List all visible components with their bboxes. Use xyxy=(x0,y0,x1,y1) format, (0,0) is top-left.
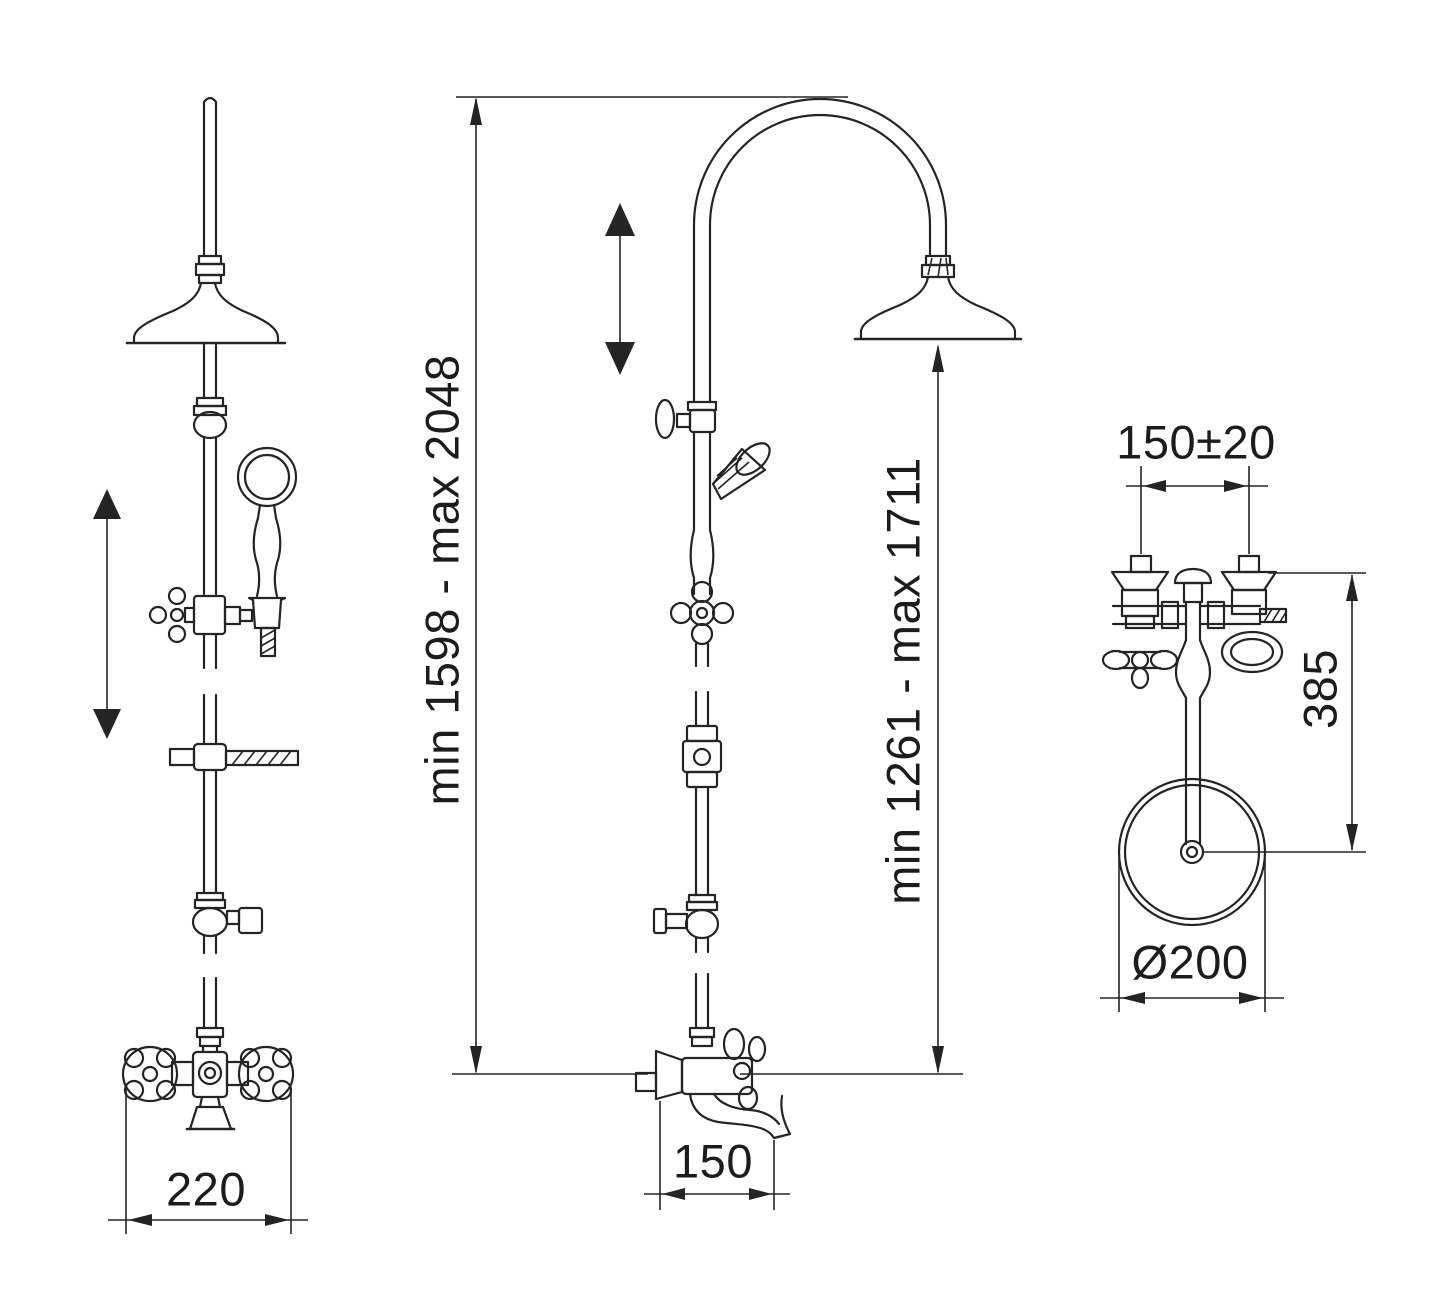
rain-shower-head xyxy=(125,281,287,345)
dimension-head-diameter xyxy=(1100,858,1284,1012)
wall-bracket xyxy=(191,891,264,938)
lower-wall-bracket xyxy=(652,893,720,940)
upper-wall-bracket xyxy=(654,398,718,440)
dimension-spout-reach xyxy=(644,1101,790,1210)
diverter-cross-handle xyxy=(669,580,735,646)
dim-label-head-height: min 1261 - max 1711 xyxy=(876,457,930,905)
side-view xyxy=(605,97,1023,1210)
slider-bracket xyxy=(681,724,723,789)
dim-label-wall-offset: 385 xyxy=(1293,649,1347,729)
dimension-wall-offset xyxy=(1203,572,1366,853)
valve-top-right xyxy=(1220,554,1278,616)
ball-connector xyxy=(192,396,228,440)
hose-connection xyxy=(168,742,300,772)
faucet-side xyxy=(634,1026,792,1140)
vertical-dimensions xyxy=(452,96,963,1075)
top-pipe xyxy=(194,96,226,285)
connecting-bar xyxy=(1111,600,1288,630)
cross-handle-side xyxy=(722,1027,767,1111)
dim-label-faucet-width: 220 xyxy=(166,1162,246,1216)
dim-label-spout-reach: 150 xyxy=(673,1134,753,1188)
faucet-front xyxy=(121,1026,295,1131)
tub-spout-front xyxy=(185,1095,236,1131)
height-adjust-arrow-icon xyxy=(605,203,635,375)
rain-shower-head-side xyxy=(853,275,1023,341)
hand-shower-top xyxy=(1220,630,1284,674)
top-view xyxy=(1100,466,1366,1012)
hand-shower-holder xyxy=(711,442,771,501)
dimension-faucet-width xyxy=(108,1088,308,1234)
dim-label-overall-height: min 1598 - max 2048 xyxy=(415,354,469,806)
front-view xyxy=(93,96,308,1234)
height-adjust-arrow-icon xyxy=(93,489,121,739)
cross-handle-right xyxy=(237,1045,295,1103)
column-mount-top xyxy=(1173,567,1213,604)
valve-top-left xyxy=(1101,554,1179,690)
cross-handle-left xyxy=(121,1045,179,1103)
dim-label-connection-spacing: 150±20 xyxy=(1116,415,1276,469)
gooseneck-arch xyxy=(692,97,948,404)
dim-label-head-diameter: Ø200 xyxy=(1131,935,1249,989)
diverter-valve xyxy=(148,586,254,644)
tub-spout-side xyxy=(688,1092,792,1140)
hand-shower xyxy=(236,446,298,658)
column-pipe-top xyxy=(1174,600,1212,846)
dimension-overall-height xyxy=(470,97,482,1074)
dimension-head-height xyxy=(932,344,944,1074)
dimension-connection-spacing xyxy=(1126,466,1268,554)
